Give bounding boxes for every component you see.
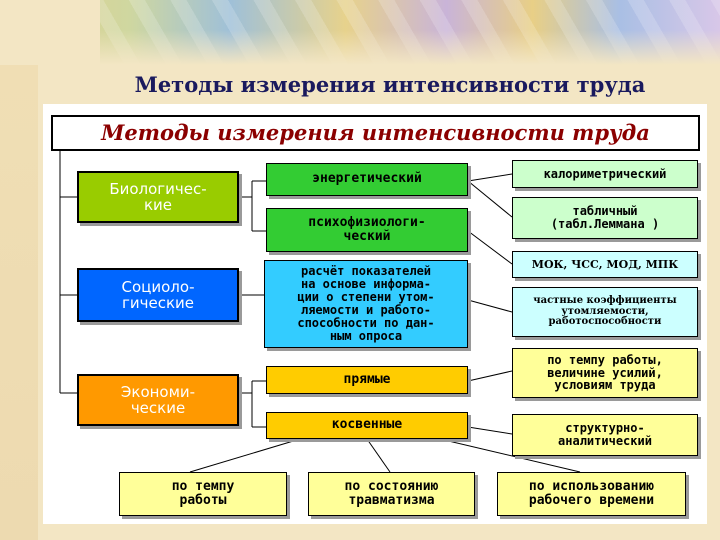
left-decor-strip	[0, 0, 38, 540]
diagram-title: Методы измерения интенсивности труда	[51, 115, 700, 151]
page-title: Методы измерения интенсивности труда	[134, 72, 646, 97]
category-sociological: Социоло- гические	[77, 268, 239, 322]
method-survey-calculation: расчёт показателей на основе информа- ци…	[264, 260, 468, 348]
method-energetic: энергетический	[266, 163, 468, 196]
method-direct: прямые	[266, 366, 468, 394]
indicator-injury-rate: по состоянию травматизма	[308, 472, 475, 516]
subtype-table-lehmann: табличный (табл.Леммана )	[512, 197, 698, 239]
subtype-pace-effort-conditions: по темпу работы, величине усилий, услови…	[512, 348, 698, 398]
subtype-structural-analytical: структурно- аналитический	[512, 414, 698, 456]
category-biological: Биологичес- кие	[77, 171, 239, 223]
indicator-working-time-use: по использованию рабочего времени	[497, 472, 686, 516]
indicator-work-pace: по темпу работы	[119, 472, 287, 516]
header-decor-fade	[0, 30, 720, 65]
category-economic: Экономи- ческие	[77, 374, 239, 426]
method-indirect: косвенные	[266, 412, 468, 439]
subtype-fatigue-coefficients: частные коэффициенты утомляемости, работ…	[512, 287, 698, 337]
subtype-calorimetric: калориметрический	[512, 160, 698, 188]
method-psychophysiological: психофизиологи- ческий	[266, 208, 468, 252]
subtype-physiological-indicators: МОК, ЧСС, МОД, МПК	[512, 251, 698, 278]
